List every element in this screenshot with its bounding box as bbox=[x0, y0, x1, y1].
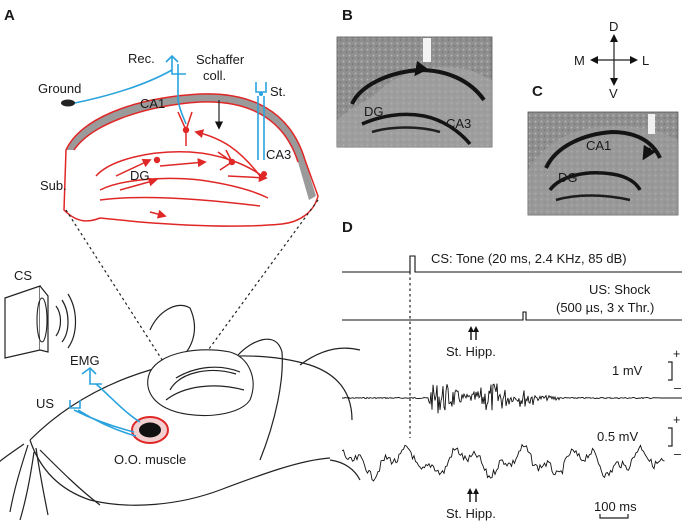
lfp-scale-label: 0.5 mV bbox=[597, 429, 639, 444]
eye-icon bbox=[139, 422, 161, 438]
ca3-neuron bbox=[261, 171, 267, 177]
dg-lower bbox=[99, 177, 269, 199]
emg-electrode bbox=[81, 366, 141, 423]
pathway-arrow bbox=[119, 177, 158, 191]
dg-neuron bbox=[153, 156, 161, 164]
panel-label-c: C bbox=[532, 83, 543, 100]
schaffer-label-2: coll. bbox=[203, 68, 226, 83]
dg-base bbox=[99, 196, 261, 207]
us-trace-label-1: US: Shock bbox=[589, 282, 651, 297]
lfp-trace bbox=[341, 443, 665, 482]
panel-label-b: B bbox=[342, 7, 353, 24]
schaffer-collateral-arrow bbox=[194, 129, 261, 177]
compass-m: M bbox=[574, 53, 585, 68]
st-hipp-arrowheads-bottom bbox=[467, 488, 479, 494]
ca1-label: CA1 bbox=[140, 96, 165, 111]
ca1-inner-edge bbox=[73, 101, 299, 163]
c-ca1-label: CA1 bbox=[586, 138, 611, 153]
ca3-dendrites bbox=[217, 149, 233, 171]
ground-label: Ground bbox=[38, 81, 81, 96]
ground-wire bbox=[69, 69, 173, 105]
rat-brain bbox=[147, 349, 254, 417]
muscle-label: O.O. muscle bbox=[114, 452, 186, 467]
b-ca3-label: CA3 bbox=[446, 116, 471, 131]
brain-hippocampus-sketch bbox=[165, 366, 245, 401]
rat-jaw bbox=[29, 439, 331, 506]
emg-scale-label: 1 mV bbox=[612, 363, 643, 378]
cs-trace bbox=[342, 255, 682, 273]
b-dg-label: DG bbox=[364, 104, 384, 119]
ground-screw-icon bbox=[61, 99, 75, 107]
st-electrode-shafts bbox=[257, 96, 265, 160]
schaffer-label: Schaffer bbox=[196, 52, 245, 67]
st-electrode-top bbox=[255, 82, 267, 93]
recording-electrode bbox=[165, 54, 187, 125]
emg-scale-minus: – bbox=[674, 381, 681, 395]
c-dg-label: DG bbox=[558, 170, 578, 185]
st-electrode-node bbox=[259, 92, 263, 96]
dg-upper bbox=[95, 150, 263, 177]
histology-image-c bbox=[527, 111, 679, 216]
sub-label: Sub. bbox=[40, 178, 67, 193]
rat-neck bbox=[299, 347, 361, 481]
projection-line-right bbox=[194, 199, 319, 369]
emg-trace bbox=[342, 383, 682, 414]
pathway-arrow bbox=[149, 209, 167, 219]
cs-trace-label: CS: Tone (20 ms, 2.4 KHz, 85 dB) bbox=[431, 251, 627, 266]
emg-scale-bar bbox=[668, 361, 673, 381]
panel-label-a: A bbox=[4, 7, 15, 24]
whiskers bbox=[0, 443, 101, 521]
projection-line-left bbox=[65, 209, 176, 381]
us-label: US bbox=[36, 396, 54, 411]
panel-label-d: D bbox=[342, 219, 353, 236]
dg-label: DG bbox=[130, 168, 150, 183]
pathway-arrow bbox=[227, 173, 268, 183]
ca1-dendrites bbox=[177, 111, 193, 146]
emg-label: EMG bbox=[70, 353, 100, 368]
rec-electrode-wire bbox=[177, 64, 187, 125]
us-electrode bbox=[69, 400, 137, 437]
st-hipp-arrowheads-top bbox=[468, 326, 479, 332]
st-label: St. bbox=[270, 84, 286, 99]
stimulating-electrode bbox=[255, 82, 267, 160]
rat-ear-left bbox=[149, 304, 195, 361]
rec-label: Rec. bbox=[128, 51, 155, 66]
rec-electrode-connector bbox=[165, 54, 186, 75]
st-hipp-top-label: St. Hipp. bbox=[446, 344, 496, 359]
us-trace bbox=[342, 311, 682, 321]
orientation-compass bbox=[590, 34, 638, 86]
us-trace-label-2: (500 µs, 3 x Thr.) bbox=[556, 300, 654, 315]
histology-image-b bbox=[336, 36, 493, 148]
lfp-scale-minus: – bbox=[674, 447, 681, 461]
lfp-scale-bar bbox=[668, 427, 673, 447]
emg-scale-plus: + bbox=[673, 347, 680, 361]
compass-v: V bbox=[609, 86, 618, 101]
pathway-arrow bbox=[159, 158, 207, 168]
compass-d: D bbox=[609, 19, 618, 34]
rat-ear-right bbox=[237, 338, 283, 461]
ca3-label: CA3 bbox=[266, 147, 291, 162]
st-hipp-bottom-label: St. Hipp. bbox=[446, 506, 496, 521]
cs-label: CS bbox=[14, 268, 32, 283]
time-scale-label: 100 ms bbox=[594, 499, 637, 514]
lfp-scale-plus: + bbox=[673, 413, 680, 427]
hippocampus-diagram bbox=[63, 93, 319, 227]
speaker-icon bbox=[4, 285, 77, 359]
hippocampus-outline bbox=[63, 93, 319, 227]
compass-l: L bbox=[642, 53, 649, 68]
rat-head-drawing bbox=[0, 304, 361, 521]
time-scale-bar bbox=[599, 514, 629, 519]
pathway-arrow bbox=[115, 158, 152, 177]
